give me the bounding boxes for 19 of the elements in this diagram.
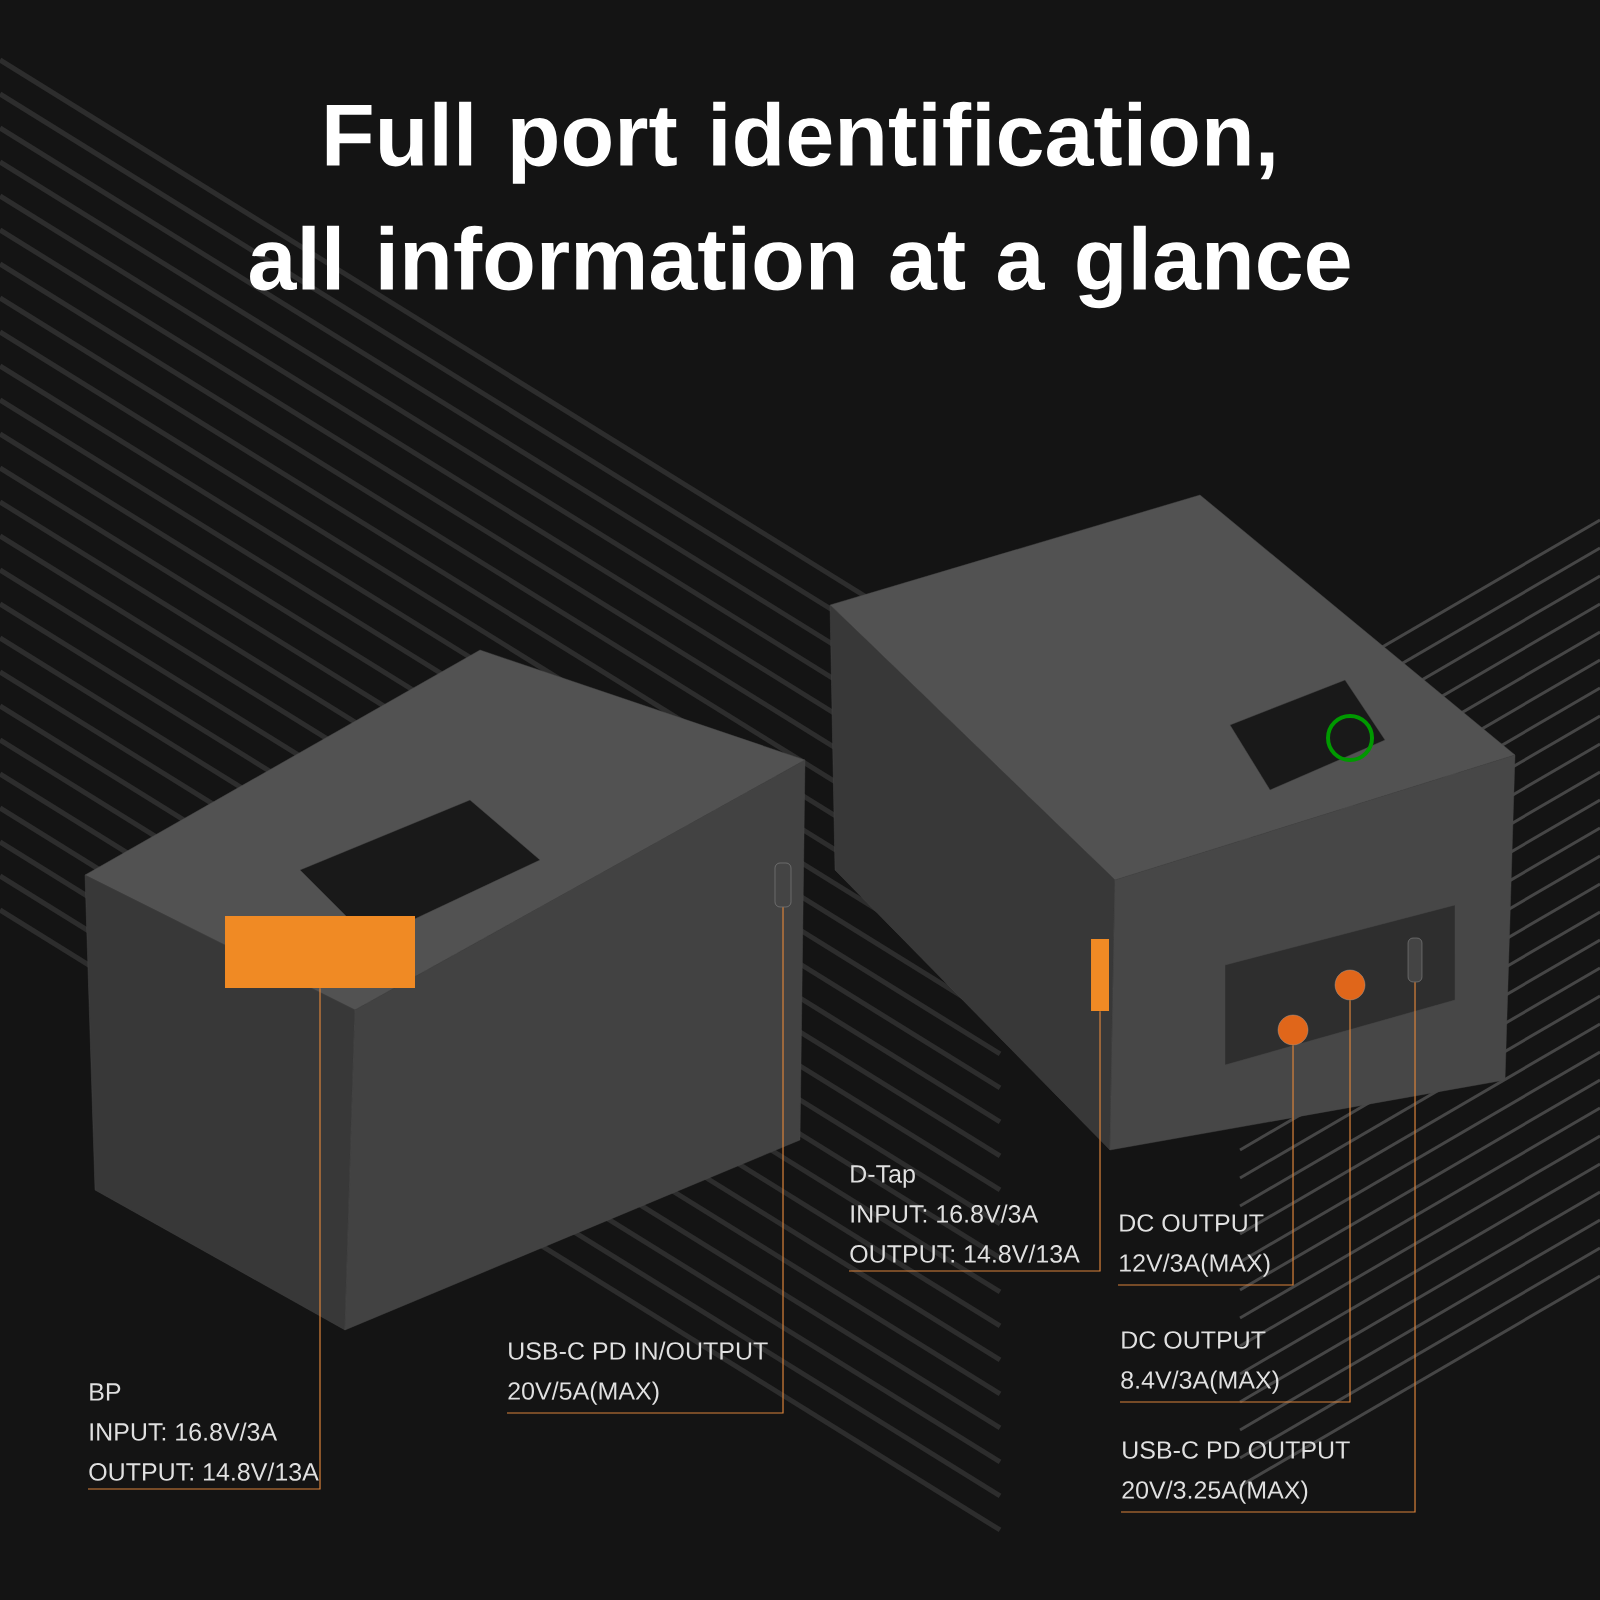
callout-text: DC OUTPUT 12V/3A(MAX) (1120, 1214, 1270, 1277)
callout-text: USB-C PD IN/OUTPUT 20V/5A(MAX) (508, 1341, 768, 1405)
port (774, 862, 792, 908)
leader-line (1119, 999, 1351, 1403)
callout-text: USB-C PD OUTPUT 20V/3.25A(MAX) (1122, 1441, 1350, 1504)
leader-line (87, 987, 321, 1490)
leader-line (506, 906, 784, 1414)
callout-text: D-Tap INPUT: 16.8V/3A OUTPUT: 14.8V/13A (850, 1165, 1080, 1263)
callout-text: BP INPUT: 16.8V/3A OUTPUT: 14.8V/13A (89, 1383, 319, 1481)
leader-line (848, 1010, 1101, 1272)
dc-port (1334, 969, 1366, 1001)
port (225, 916, 415, 988)
port (1407, 937, 1423, 983)
port (1091, 939, 1109, 1011)
callout-text: DC OUTPUT 8.4V/3A(MAX) (1121, 1331, 1279, 1394)
title: Full port identification, all information at a glance (250, 101, 1350, 309)
dc-port (1277, 1014, 1309, 1046)
leader-line (1117, 1044, 1294, 1286)
leader-line (1120, 981, 1416, 1513)
